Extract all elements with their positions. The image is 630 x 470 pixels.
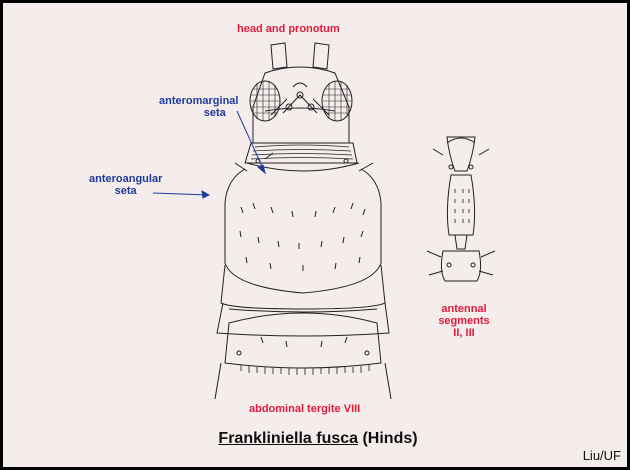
thorax-drawing bbox=[225, 163, 381, 293]
head-drawing bbox=[253, 43, 349, 143]
label-anteroangular-line1: anteroangular bbox=[89, 173, 162, 185]
figure-title: Frankliniella fusca (Hinds) bbox=[3, 430, 630, 448]
label-abdominal-tergite: abdominal tergite VIII bbox=[249, 403, 360, 415]
label-anteromarginal-line2: seta bbox=[159, 107, 238, 119]
label-anteroangular-seta: anteroangular seta bbox=[89, 173, 162, 197]
thrips-illustration bbox=[3, 3, 630, 470]
label-antennal-line3: II, III bbox=[423, 327, 505, 339]
compound-eye-right bbox=[322, 81, 352, 121]
label-anteromarginal-line1: anteromarginal bbox=[159, 95, 238, 107]
label-antennal-line2: segments bbox=[423, 315, 505, 327]
label-antennal-segments: antennal segments II, III bbox=[423, 303, 505, 339]
label-head-and-pronotum: head and pronotum bbox=[237, 23, 340, 35]
label-antennal-line1: antennal bbox=[423, 303, 505, 315]
compound-eye-left bbox=[250, 81, 280, 121]
anteromarginal-arrowhead bbox=[258, 165, 265, 173]
image-credit: Liu/UF bbox=[583, 448, 621, 463]
title-author: (Hinds) bbox=[358, 430, 418, 447]
title-species: Frankliniella fusca bbox=[218, 430, 358, 447]
abdomen-drawing bbox=[215, 265, 391, 399]
label-anteromarginal-seta: anteromarginal seta bbox=[159, 95, 238, 119]
label-anteroangular-line2: seta bbox=[89, 185, 162, 197]
antennal-segments-drawing bbox=[427, 137, 495, 281]
anteroangular-arrowhead bbox=[202, 191, 209, 198]
